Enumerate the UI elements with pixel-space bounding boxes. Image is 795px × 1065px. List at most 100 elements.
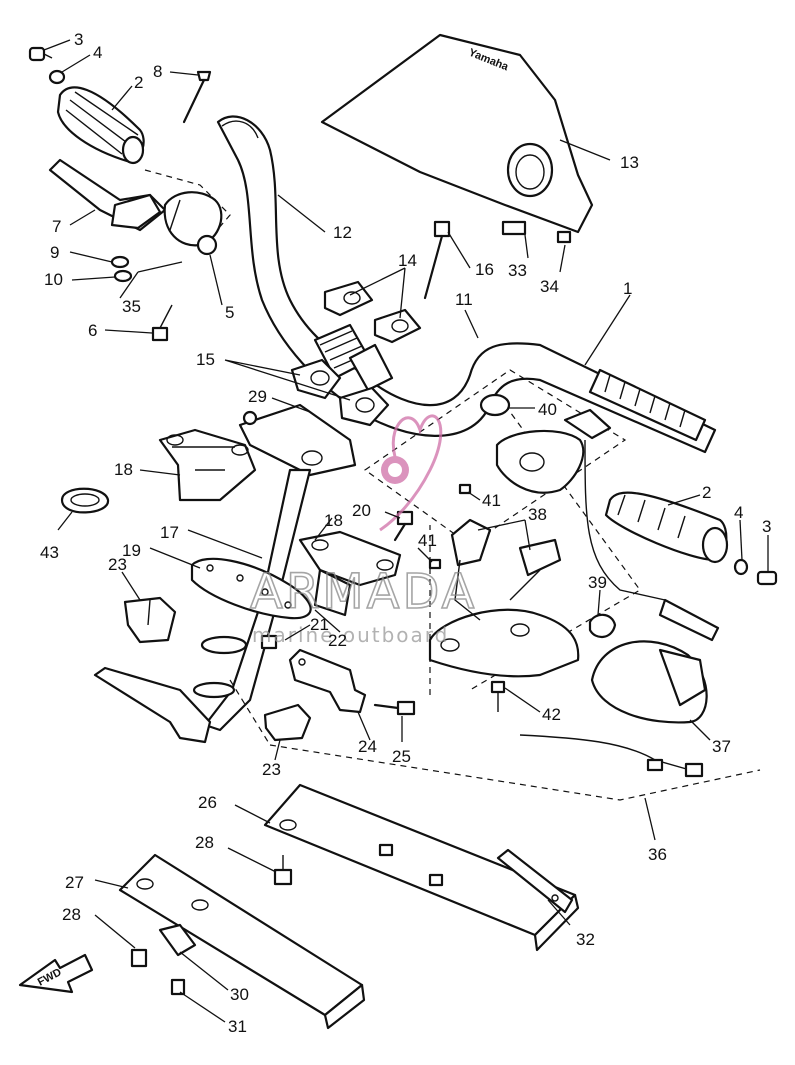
left-grip: [56, 86, 145, 165]
callout-18-lower: 18: [324, 511, 343, 530]
callout-35: 35: [122, 297, 141, 316]
callout-31: 31: [228, 1017, 247, 1036]
bolt-25: [373, 700, 416, 716]
callout-27: 27: [65, 873, 84, 892]
callout-41-lower: 41: [418, 531, 437, 550]
callout-43: 43: [40, 543, 59, 562]
callout-30: 30: [230, 985, 249, 1004]
callout-29: 29: [248, 387, 267, 406]
leader-lines: [43, 39, 769, 1023]
callout-24: 24: [358, 737, 377, 756]
switch-cover-37: [590, 640, 708, 724]
callout-23-lower: 23: [262, 760, 281, 779]
callout-16: 16: [475, 260, 494, 279]
fwd-arrow: FWD: [18, 953, 94, 994]
bolt-16: [423, 220, 451, 300]
callout-6: 6: [88, 321, 97, 340]
callout-23-upper: 23: [108, 555, 127, 574]
lower-holder-15b: [338, 386, 390, 427]
watermark: ARMADA marine outboard: [249, 414, 477, 647]
callout-37: 37: [712, 737, 731, 756]
screw-28b: [130, 948, 148, 968]
watermark-sub: marine outboard: [252, 623, 449, 647]
bolt-8: [182, 70, 212, 124]
left-screw: [28, 46, 53, 62]
nut-21: [260, 634, 278, 650]
watermark-main: ARMADA: [250, 564, 477, 620]
callout-11: 11: [455, 290, 473, 309]
cable-36: [519, 439, 720, 778]
switch-cap-40: [479, 393, 612, 494]
callout-8: 8: [153, 62, 162, 81]
bolt-20: [393, 510, 414, 542]
right-grip: [604, 491, 729, 564]
lower-holder-15a: [290, 358, 342, 400]
right-screw: [756, 570, 778, 586]
callout-10: 10: [44, 270, 63, 289]
callout-33: 33: [508, 261, 527, 280]
callout-1: 1: [623, 279, 632, 298]
screw-28a: [273, 855, 293, 886]
column-holder-18a: [158, 428, 257, 502]
callout-21: 21: [310, 615, 329, 634]
callout-38: 38: [528, 505, 547, 524]
callout-4: 4: [93, 43, 102, 62]
steering-plate: [238, 403, 357, 477]
bracket-24: [288, 648, 367, 714]
callout-15: 15: [196, 350, 215, 369]
column-holder-18b: [298, 530, 402, 617]
callout-2: 2: [134, 73, 143, 92]
callout-39: 39: [588, 573, 607, 592]
callout-3-right: 3: [762, 517, 771, 536]
callout-26: 26: [198, 793, 217, 812]
callout-34: 34: [540, 277, 559, 296]
bushing-23b: [263, 703, 312, 742]
switch-box-outline: [363, 369, 641, 695]
knurl-right: [588, 368, 707, 442]
throttle-assembly: [48, 158, 231, 256]
upper-holder-14b: [373, 308, 422, 344]
nut-9: [110, 255, 130, 269]
callout-4-right: 4: [734, 503, 743, 522]
screw-41: [428, 483, 472, 570]
callout-18-upper: 18: [114, 460, 133, 479]
callout-13: 13: [620, 153, 639, 172]
callout-2-right: 2: [702, 483, 711, 502]
gasket-plate-19: [190, 557, 312, 620]
callout-42: 42: [542, 705, 561, 724]
bottom-bracket-27: [118, 853, 366, 1030]
callout-12: 12: [333, 223, 352, 242]
callout-9: 9: [50, 243, 59, 262]
guide-line-a: [269, 744, 761, 801]
callout-40: 40: [538, 400, 557, 419]
switch-38: [428, 518, 580, 678]
callout-14: 14: [398, 251, 417, 270]
steering-column: [93, 468, 312, 744]
left-washer: [48, 69, 66, 85]
callout-19: 19: [122, 541, 141, 560]
callout-5: 5: [225, 303, 234, 322]
callout-41-upper: 41: [482, 491, 501, 510]
bracket-32: [496, 848, 574, 914]
screw-42: [490, 680, 506, 712]
callout-22: 22: [328, 631, 347, 650]
right-washer: [733, 558, 749, 576]
screw-31: [170, 978, 186, 996]
callout-3: 3: [74, 30, 83, 49]
callout-labels: 3 4 2 8 7 9 10 35 5 6 12 13 14 16 33 34 …: [40, 30, 771, 1036]
bushing-23a: [123, 596, 177, 644]
guide-line-b: [229, 679, 271, 746]
clamp-43: [60, 487, 110, 514]
callout-28-upper: 28: [195, 833, 214, 852]
callout-7: 7: [52, 217, 61, 236]
callout-36: 36: [648, 845, 667, 864]
callout-25: 25: [392, 747, 411, 766]
handlebar: [216, 115, 717, 454]
visor-cover: Yamaha: [320, 33, 594, 244]
grommet-39: [588, 613, 617, 638]
callout-20: 20: [352, 501, 371, 520]
callout-32: 32: [576, 930, 595, 949]
callout-28-lower: 28: [62, 905, 81, 924]
callout-17: 17: [160, 523, 179, 542]
